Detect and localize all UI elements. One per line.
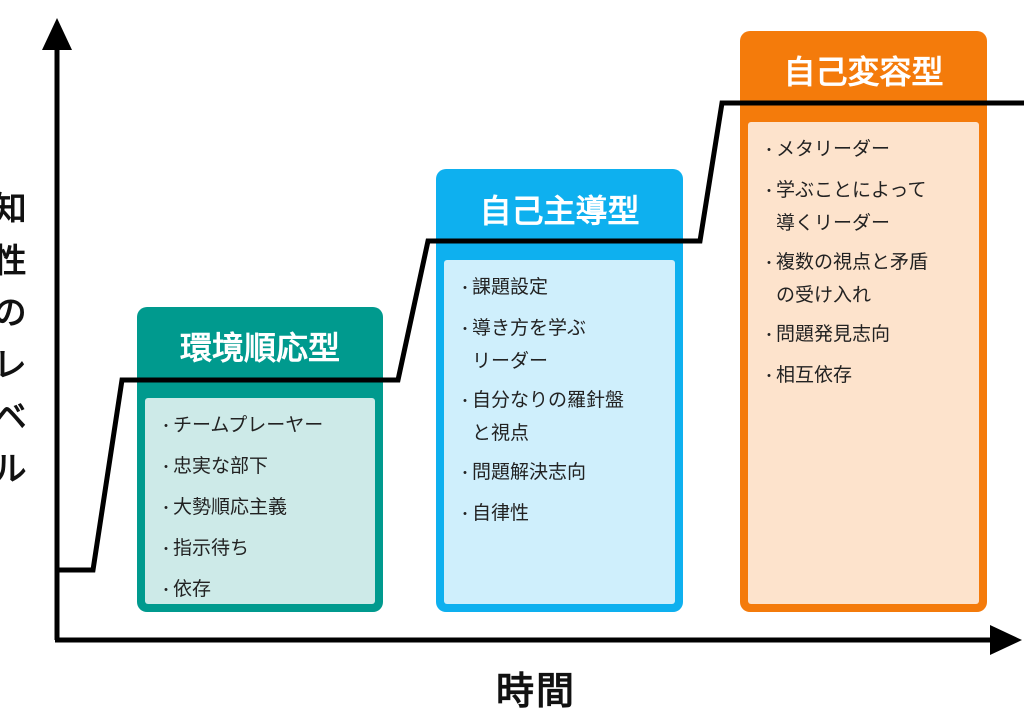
stage-item: 課題設定 [458, 272, 624, 305]
stage-title: 自己変容型 [783, 53, 944, 91]
stage-item: 指示待ち [159, 533, 323, 566]
stage-item: 学ぶことによって 導くリーダー [762, 175, 928, 239]
stage-items: 課題設定導き方を学ぶ リーダー自分なりの羅針盤 と視点問題解決志向自律性 [458, 272, 624, 539]
stage-item: 問題発見志向 [762, 319, 928, 352]
axes-and-level-line [42, 18, 1024, 655]
stage-items: メタリーダー学ぶことによって 導くリーダー複数の視点と矛盾 の受け入れ問題発見志… [762, 134, 928, 401]
stage-panel: 課題設定導き方を学ぶ リーダー自分なりの羅針盤 と視点問題解決志向自律性 [444, 260, 675, 604]
stage-item: 依存 [159, 574, 323, 607]
stage-item: チームプレーヤー [159, 410, 323, 443]
y-label-char: の [0, 293, 27, 332]
y-axis-arrow [42, 18, 72, 50]
y-label-char: ル [0, 449, 27, 488]
stage-panel: メタリーダー学ぶことによって 導くリーダー複数の視点と矛盾 の受け入れ問題発見志… [748, 122, 979, 604]
stage-item: 自分なりの羅針盤 と視点 [458, 385, 624, 449]
level-step-line [57, 100, 1024, 573]
x-axis-arrow [990, 625, 1022, 655]
y-label-char: レ [0, 345, 27, 384]
stage-item: 相互依存 [762, 360, 928, 393]
stage-item: 問題解決志向 [458, 457, 624, 490]
stage-box-self-authoring: 自己主導型 課題設定導き方を学ぶ リーダー自分なりの羅針盤 と視点問題解決志向自… [436, 169, 683, 612]
y-label-char: ベ [0, 397, 27, 436]
stage-title: 自己主導型 [479, 192, 640, 230]
stage-title: 環境順応型 [179, 329, 340, 367]
stage-item: 自律性 [458, 498, 624, 531]
stage-panel: チームプレーヤー忠実な部下大勢順応主義指示待ち依存 [145, 398, 375, 604]
stage-item: 忠実な部下 [159, 451, 323, 484]
y-label-char: 知 [0, 189, 27, 228]
stage-item: 導き方を学ぶ リーダー [458, 313, 624, 377]
stage-item: 複数の視点と矛盾 の受け入れ [762, 247, 928, 311]
stage-items: チームプレーヤー忠実な部下大勢順応主義指示待ち依存 [159, 410, 323, 615]
stage-item: 大勢順応主義 [159, 492, 323, 525]
stage-item: メタリーダー [762, 134, 928, 167]
y-label-char: 性 [0, 241, 27, 280]
stage-box-environment-adaptive: 環境順応型 チームプレーヤー忠実な部下大勢順応主義指示待ち依存 [137, 307, 383, 612]
y-axis-label: 知 性 の レ ベ ル [0, 183, 29, 495]
stage-box-self-transforming: 自己変容型 メタリーダー学ぶことによって 導くリーダー複数の視点と矛盾 の受け入… [740, 31, 987, 612]
